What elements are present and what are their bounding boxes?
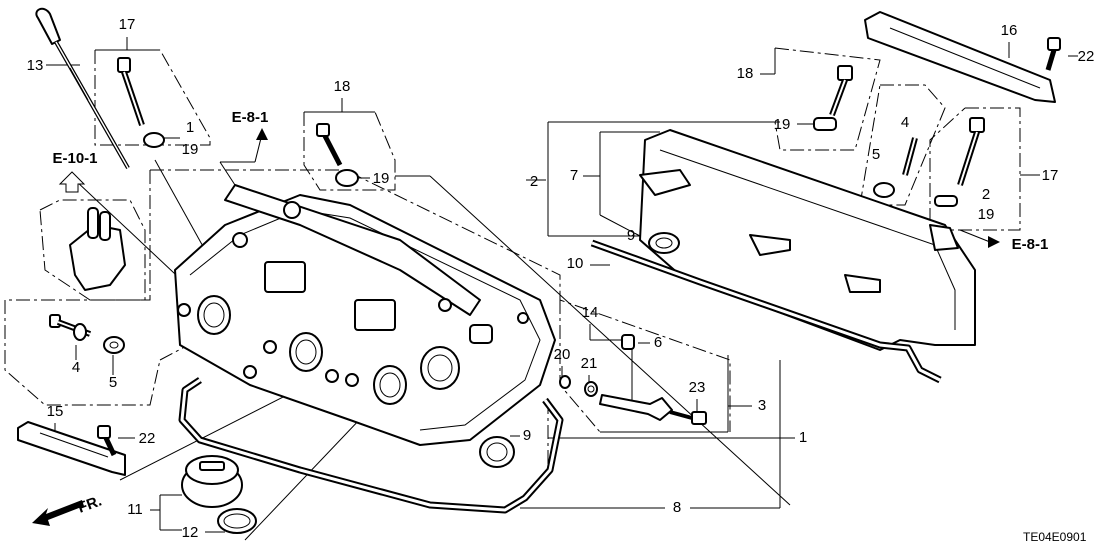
washer-5-left bbox=[103, 336, 125, 354]
bolt-17-left bbox=[117, 57, 165, 148]
callout-c-10: 10 bbox=[567, 255, 584, 272]
arrow-up-icon bbox=[256, 128, 268, 140]
callout-c-8: 8 bbox=[673, 499, 681, 516]
head-cover-gasket-rear bbox=[590, 239, 942, 384]
callout-c-2b: 2 bbox=[530, 173, 538, 190]
oil-dipstick bbox=[35, 7, 130, 169]
hollow-up-arrow-icon bbox=[58, 171, 86, 193]
ref-e101: E-10-1 bbox=[52, 150, 97, 167]
callout-c-1b: 1 bbox=[799, 429, 807, 446]
ref-e81-right: E-8-1 bbox=[1012, 236, 1049, 253]
callout-c-22b: 22 bbox=[139, 430, 156, 447]
callout-c-14: 14 bbox=[582, 304, 599, 321]
callout-c-22a: 22 bbox=[1078, 48, 1095, 65]
callout-c-6: 6 bbox=[654, 334, 662, 351]
harness-bracket bbox=[17, 421, 126, 476]
bolt-22-right bbox=[1045, 37, 1061, 71]
arrow-right-icon bbox=[988, 236, 1000, 248]
callout-c-12: 12 bbox=[182, 524, 199, 541]
cylinder-head-cover-front bbox=[174, 184, 556, 446]
callout-c-5a: 5 bbox=[872, 146, 880, 163]
leader-lines bbox=[46, 37, 1078, 541]
callout-c-1a: 1 bbox=[186, 119, 194, 136]
callout-c-16: 16 bbox=[1001, 22, 1018, 39]
callout-c-23: 23 bbox=[689, 379, 706, 396]
callout-c-4a: 4 bbox=[901, 114, 909, 131]
cylinder-head-cover-rear bbox=[639, 129, 976, 351]
callout-c-21: 21 bbox=[581, 355, 598, 372]
bolt-22-lower bbox=[97, 425, 117, 457]
callout-c-18a: 18 bbox=[334, 78, 351, 95]
callout-c-13: 13 bbox=[27, 57, 44, 74]
callout-c-7: 7 bbox=[570, 167, 578, 184]
callout-c-15: 15 bbox=[47, 403, 64, 420]
callout-c-9b: 9 bbox=[523, 427, 531, 444]
callout-c-2a: 2 bbox=[982, 186, 990, 203]
callout-c-3: 3 bbox=[758, 397, 766, 414]
callout-c-11: 11 bbox=[127, 501, 143, 518]
oil-filler-cap bbox=[181, 455, 257, 534]
front-mark-label: FR. bbox=[76, 493, 105, 517]
ignition-coil bbox=[69, 207, 126, 291]
head-cover-gasket-front bbox=[178, 377, 564, 514]
callout-c-19a: 19 bbox=[182, 141, 199, 158]
bracket-16 bbox=[864, 11, 1056, 103]
reference-labels: E-8-1E-10-1E-8-1 bbox=[52, 109, 1048, 253]
stud-4-right bbox=[873, 137, 918, 198]
pcv-parts bbox=[559, 334, 707, 425]
bolt-18-center bbox=[316, 123, 359, 187]
plug-seal-upper bbox=[648, 232, 680, 254]
callout-c-9a: 9 bbox=[627, 227, 635, 244]
callout-c-20: 20 bbox=[554, 346, 571, 363]
callout-c-17b: 17 bbox=[1042, 167, 1059, 184]
callout-c-19b: 19 bbox=[373, 170, 390, 187]
callout-c-19c: 19 bbox=[774, 116, 791, 133]
bolt-18-right bbox=[813, 65, 853, 131]
diagram-code: TE04E0901 bbox=[1023, 530, 1087, 544]
callout-c-4b: 4 bbox=[72, 359, 80, 376]
plug-seal-lower bbox=[479, 436, 515, 468]
bolt-4-left bbox=[49, 314, 92, 341]
front-direction-arrow-icon bbox=[32, 500, 84, 526]
callout-c-18b: 18 bbox=[737, 65, 754, 82]
callout-c-5b: 5 bbox=[109, 374, 117, 391]
callout-c-19d: 19 bbox=[978, 206, 995, 223]
ref-e81-top: E-8-1 bbox=[232, 109, 269, 126]
bolt-17-right bbox=[934, 117, 985, 207]
callout-c-17a: 17 bbox=[119, 16, 136, 33]
